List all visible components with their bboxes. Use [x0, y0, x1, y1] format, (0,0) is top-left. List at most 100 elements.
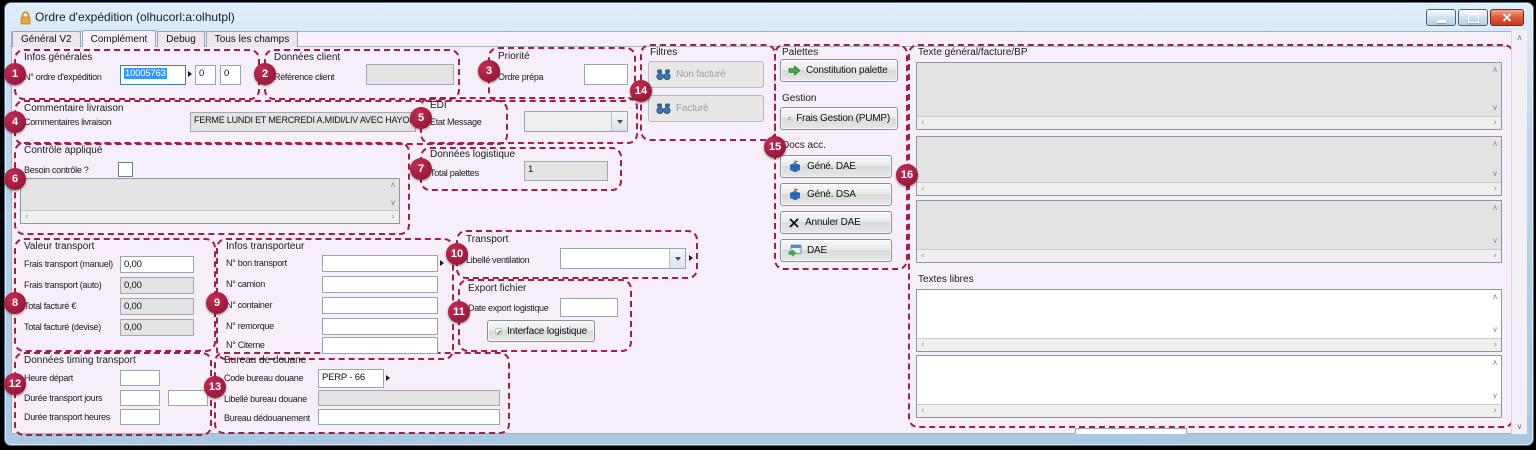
annotation-badge-14: 14: [630, 80, 652, 102]
tab-general-v2[interactable]: Général V2: [12, 31, 81, 47]
date-export-field[interactable]: [560, 298, 618, 317]
field-arrow-icon[interactable]: [689, 255, 693, 261]
interface-logistique-button[interactable]: Interface logistique: [487, 320, 595, 342]
chevron-down-icon[interactable]: [669, 249, 685, 268]
chevron-down-icon[interactable]: [611, 112, 627, 131]
minimize-button[interactable]: [1426, 9, 1456, 26]
duree-heures-field[interactable]: [120, 409, 160, 425]
clipped-bottom-field[interactable]: [1075, 428, 1187, 434]
button-label: Constitution palette: [806, 65, 888, 76]
scroll-down-icon[interactable]: ∨: [1492, 391, 1498, 400]
horizontal-scrollbar[interactable]: ‹ ›: [917, 338, 1501, 351]
gene-dae-button[interactable]: Géné. DAE: [780, 155, 892, 178]
libelle-ventilation-combobox[interactable]: [560, 248, 686, 269]
close-button[interactable]: [1490, 9, 1524, 26]
constitution-palette-button[interactable]: Constitution palette: [780, 59, 898, 82]
scroll-right-icon[interactable]: ›: [1493, 406, 1497, 416]
texte-bp-textarea[interactable]: ∧ ∨ ‹ ›: [916, 200, 1502, 263]
scroll-up-icon[interactable]: ∧: [1492, 65, 1498, 74]
tab-debug[interactable]: Debug: [157, 31, 205, 47]
horizontal-scrollbar[interactable]: ‹ ›: [917, 182, 1501, 195]
texte-libre-1-textarea[interactable]: ∧ ∨ ‹ ›: [916, 289, 1502, 352]
horizontal-scrollbar[interactable]: ‹ ›: [917, 249, 1501, 262]
scroll-down-icon[interactable]: ∨: [1492, 325, 1498, 334]
bon-transport-label: N° bon transport: [226, 258, 287, 268]
duree-jours-field-2[interactable]: [168, 390, 208, 406]
scroll-down-icon[interactable]: ∨: [1492, 236, 1498, 245]
maximize-button[interactable]: [1458, 9, 1488, 26]
besoin-controle-label: Besoin contrôle ?: [24, 165, 89, 175]
horizontal-scrollbar[interactable]: ‹ ›: [917, 404, 1501, 417]
texte-general-textarea[interactable]: ∧ ∨ ‹ ›: [916, 62, 1502, 130]
scroll-right-icon[interactable]: ›: [1493, 184, 1497, 194]
texte-facture-textarea[interactable]: ∧ ∨ ‹ ›: [916, 136, 1502, 196]
scroll-left-icon[interactable]: ‹: [921, 406, 925, 416]
tab-bar: Général V2 Complément Debug Tous les cha…: [12, 30, 299, 47]
scroll-left-icon[interactable]: ‹: [921, 118, 925, 128]
order-sub1-field[interactable]: 0: [195, 65, 216, 85]
tab-complement[interactable]: Complément: [81, 30, 157, 47]
etat-message-combobox[interactable]: [524, 111, 628, 132]
scroll-down-icon[interactable]: ∨: [1516, 422, 1523, 431]
code-bureau-field[interactable]: PERP - 66: [318, 369, 384, 388]
annotation-badge-12: 12: [4, 373, 26, 395]
title-bar[interactable]: Ordre d'expédition (olhucorl:a:olhutpl): [5, 3, 1533, 31]
frais-manuel-field[interactable]: 0,00: [120, 256, 194, 273]
bureau-dedouanement-field[interactable]: [318, 409, 500, 425]
field-arrow-icon[interactable]: [386, 375, 390, 381]
button-label: DAE: [807, 245, 827, 256]
lock-icon: [20, 11, 31, 25]
scroll-down-icon[interactable]: ∨: [1492, 169, 1498, 178]
scroll-right-icon[interactable]: ›: [391, 212, 395, 222]
frais-gestion-pump-button[interactable]: Frais Gestion (PUMP): [780, 107, 898, 130]
non-facture-button: Non facturé: [648, 61, 764, 88]
scroll-up-icon[interactable]: ∧: [1492, 358, 1498, 367]
libelle-bureau-label: Libellé bureau douane: [224, 394, 307, 404]
x-icon: [789, 217, 799, 228]
tab-tous-les-champs[interactable]: Tous les champs: [205, 31, 299, 47]
order-sub2-field[interactable]: 0: [220, 65, 241, 85]
duree-jours-field[interactable]: [120, 390, 160, 406]
controle-notes-textarea[interactable]: ∧ ∨ ‹ ›: [20, 178, 400, 224]
besoin-controle-checkbox[interactable]: [118, 162, 133, 177]
scroll-left-icon[interactable]: ‹: [921, 184, 925, 194]
gene-dsa-button[interactable]: Géné. DSA: [780, 183, 892, 206]
field-arrow-icon[interactable]: [440, 260, 444, 266]
scroll-up-icon[interactable]: ∧: [1492, 203, 1498, 212]
duree-jours-label: Durée transport jours: [24, 393, 103, 403]
button-label: Facturé: [676, 103, 709, 114]
scroll-up-icon[interactable]: ∧: [1492, 292, 1498, 301]
order-number-field[interactable]: 10005763: [120, 65, 186, 85]
minimize-icon: [1436, 19, 1446, 23]
vertical-scrollbar[interactable]: ∧ ∨: [1511, 30, 1527, 434]
ordre-prepa-field[interactable]: [584, 64, 628, 85]
scroll-left-icon[interactable]: ‹: [25, 212, 29, 222]
scroll-up-icon[interactable]: ∧: [390, 180, 396, 189]
scroll-right-icon[interactable]: ›: [1493, 118, 1497, 128]
scroll-up-icon[interactable]: ∧: [1492, 139, 1498, 148]
group-title: Filtres: [650, 47, 678, 58]
dae-button[interactable]: DAE: [780, 239, 892, 262]
group-title-textes-libres: Textes libres: [918, 274, 974, 285]
scroll-right-icon[interactable]: ›: [1493, 251, 1497, 261]
scroll-up-icon[interactable]: ∧: [1516, 33, 1523, 42]
horizontal-scrollbar[interactable]: ‹ ›: [21, 210, 399, 223]
texte-libre-2-textarea[interactable]: ∧ ∨ ‹ ›: [916, 355, 1502, 418]
group-title: Données timing transport: [24, 355, 136, 366]
scroll-down-icon[interactable]: ∨: [1492, 103, 1498, 112]
heure-depart-field[interactable]: [120, 370, 160, 386]
scroll-down-icon[interactable]: ∨: [390, 198, 396, 207]
container-field[interactable]: [322, 297, 438, 314]
scroll-left-icon[interactable]: ‹: [921, 340, 925, 350]
scroll-right-icon[interactable]: ›: [1493, 340, 1497, 350]
annuler-dae-button[interactable]: Annuler DAE: [780, 211, 892, 234]
citerne-field[interactable]: [322, 337, 438, 354]
scroll-left-icon[interactable]: ‹: [921, 251, 925, 261]
bon-transport-field[interactable]: [322, 255, 438, 272]
remorque-field[interactable]: [322, 318, 438, 335]
horizontal-scrollbar[interactable]: ‹ ›: [917, 116, 1501, 129]
selected-text: 10005763: [124, 68, 167, 79]
field-arrow-icon[interactable]: [188, 71, 192, 77]
camion-field[interactable]: [322, 276, 438, 293]
